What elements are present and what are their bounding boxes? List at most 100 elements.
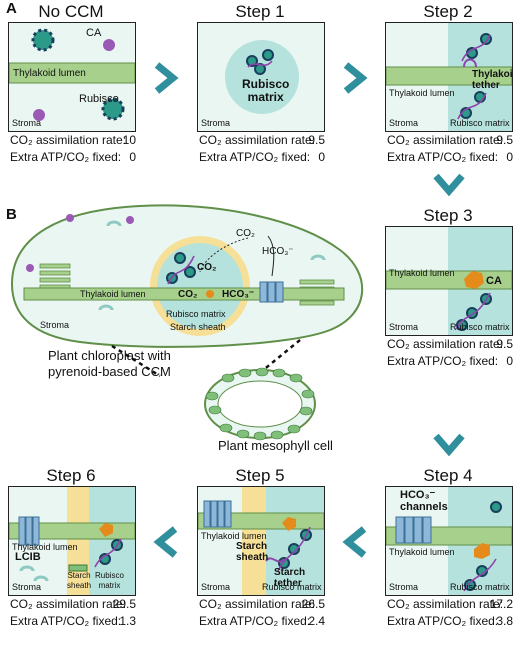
co2-rate-step1: CO₂ assimilation rate:9.5 [199, 133, 325, 147]
bicarbonate-channel-icon [203, 500, 232, 528]
ca-icon [464, 271, 484, 289]
panel-step3: Thylakoid lumen CA Stroma Rubisco matrix [385, 226, 513, 336]
thylakoid-label: Thylakoid lumen [389, 88, 455, 98]
co2-rate-no-ccm: CO₂ assimilation rate:10 [10, 133, 136, 147]
stroma-label: Stroma [389, 118, 419, 128]
step4-illustration [386, 487, 512, 595]
channels-label: HCO₃⁻ channels [400, 489, 448, 513]
panel-step6: Thylakoid lumen LCIB Stroma Starch sheat… [8, 486, 136, 596]
pyrenoid-matrix [157, 243, 243, 329]
panel-title-step2: Step 2 [423, 2, 473, 21]
starch-sheath-label: Starch sheath [67, 571, 92, 590]
atp-step1: Extra ATP/CO₂ fixed:0 [199, 150, 325, 164]
ca-label: CA [486, 275, 502, 287]
ca-icon [282, 517, 296, 531]
stroma-label: Stroma [201, 582, 231, 592]
co2-rate-step3: CO₂ assimilation rate:9.5 [387, 337, 513, 351]
matrix-label: Rubisco matrix [262, 582, 322, 592]
atp-step6: Extra ATP/CO₂ fixed:1.3 [10, 614, 136, 628]
starch-sheath-label: Starch sheath [170, 322, 226, 332]
starch-sheath-label: Starch sheath [236, 541, 269, 563]
atp-step4: Extra ATP/CO₂ fixed:3.8 [387, 614, 513, 628]
atp-step2: Extra ATP/CO₂ fixed:0 [387, 150, 513, 164]
tether-label: Thylakoid tether [472, 69, 513, 91]
matrix-label: Rubisco matrix [242, 77, 290, 104]
panel-title-step4: Step 4 [423, 466, 473, 485]
thylakoid-label: Thylakoid lumen [389, 547, 455, 557]
panel-title-step5: Step 5 [235, 466, 285, 485]
thylakoid-band [9, 62, 135, 84]
thylakoid-label: Thylakoid lumen [389, 268, 455, 278]
co2-rate-step4: CO₂ assimilation rate:17.2 [387, 597, 513, 611]
rubisco-icon [101, 97, 125, 121]
co2-inner-label: CO₂ [197, 262, 217, 273]
panel-step2: Thylakoid lumen Thylakoid tether Stroma … [385, 22, 513, 132]
ca-icon [99, 523, 113, 537]
thylakoid-label: Thylakoid lumen [80, 289, 146, 299]
step6-illustration [9, 487, 135, 595]
ca-icon [474, 543, 490, 559]
rubisco-icon [31, 28, 55, 52]
ca-icon [206, 290, 214, 298]
bicarbonate-channel-icon [395, 516, 432, 544]
co2-rate-step5: CO₂ assimilation rate:26.5 [199, 597, 325, 611]
rubisco-label: Rubisco [79, 93, 119, 105]
ca-icon [33, 109, 45, 121]
stroma-label: Stroma [12, 118, 42, 128]
stroma-label: Stroma [389, 582, 419, 592]
matrix-label: Rubisco matrix [166, 309, 226, 319]
bicarbonate-channel-icon [18, 516, 40, 546]
atp-step5: Extra ATP/CO₂ fixed:2.4 [199, 614, 325, 628]
panel-step1: Rubisco matrix Stroma [197, 22, 325, 132]
co2-lumen-label: CO₂ [178, 289, 198, 300]
cell-caption: Plant mesophyll cell [218, 438, 333, 453]
matrix-label: Rubisco matrix [450, 582, 510, 592]
hco3-top-label: HCO₃⁻ [262, 246, 294, 257]
stroma-label: Stroma [201, 118, 231, 128]
co2-rate-step6: CO₂ assimilation rate:29.5 [10, 597, 136, 611]
atp-no-ccm: Extra ATP/CO₂ fixed:0 [10, 150, 136, 164]
atp-step3: Extra ATP/CO₂ fixed:0 [387, 354, 513, 368]
section-label-a: A [6, 0, 17, 17]
hco3-lumen-label: HCO₃⁻ [222, 289, 255, 300]
matrix-label: Rubisco matrix [95, 571, 124, 590]
step5-illustration [198, 487, 324, 595]
chevron-right-icon [343, 62, 368, 94]
rubisco-matrix-shape [225, 40, 299, 114]
chevron-down-icon [433, 433, 465, 456]
co2-top-label: CO₂ [236, 228, 255, 239]
starch-tether-label: Starch tether [274, 567, 306, 589]
step3-illustration [386, 227, 512, 335]
step2-illustration [386, 23, 512, 131]
stroma-label: Stroma [12, 582, 42, 592]
no-ccm-illustration [9, 28, 135, 121]
co2-rate-step2: CO₂ assimilation rate:9.5 [387, 133, 513, 147]
panel-title-step3: Step 3 [423, 206, 473, 225]
lcib-label: LCIB [15, 551, 41, 563]
panel-no-ccm: CA Thylakoid lumen Rubisco Stroma [8, 22, 136, 132]
panel-step5: Thylakoid lumen Starch sheath Starch tet… [197, 486, 325, 596]
thylakoid-label: Thylakoid lumen [13, 68, 86, 79]
section-label-b: B [6, 206, 17, 223]
thylakoid-label: Thylakoid lumen [201, 531, 267, 541]
panel-step4: HCO₃⁻ channels Thylakoid lumen Stroma Ru… [385, 486, 513, 596]
chevron-left-icon [342, 526, 367, 558]
chloroplast-diagram [10, 204, 364, 441]
step1-illustration [225, 40, 299, 114]
panel-title-step6: Step 6 [46, 466, 96, 485]
thylakoid-label: Thylakoid lumen [12, 542, 78, 552]
stroma-label: Stroma [40, 320, 70, 330]
panel-title-step1: Step 1 [235, 2, 285, 21]
ca-icon [103, 39, 115, 51]
cell-chloroplasts [205, 367, 315, 441]
chloroplast-caption: Plant chloroplast with pyrenoid-based CC… [48, 348, 171, 379]
matrix-label: Rubisco matrix [450, 322, 510, 332]
chevron-down-icon [433, 173, 465, 196]
chevron-left-icon [153, 526, 178, 558]
ca-label: CA [86, 27, 102, 39]
bicarbonate-channel-icon [259, 281, 284, 303]
matrix-label: Rubisco matrix [450, 118, 510, 128]
panel-title-no-ccm: No CCM [38, 2, 104, 21]
stroma-label: Stroma [389, 322, 419, 332]
chevron-right-icon [154, 62, 179, 94]
